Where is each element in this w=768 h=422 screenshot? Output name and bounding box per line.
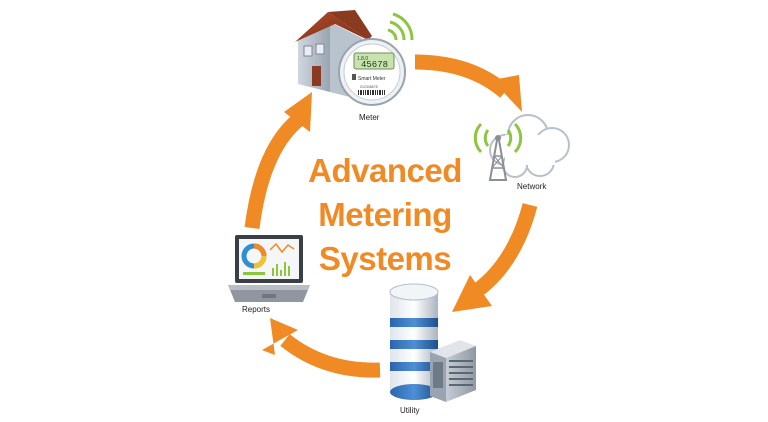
wifi-signal-icon	[387, 12, 414, 41]
arrow-network-to-utility	[452, 203, 538, 312]
donut-chart-icon	[241, 243, 267, 269]
server-rack-icon	[430, 340, 476, 402]
bar-chart-icon	[272, 262, 290, 276]
meter-label: Meter	[359, 113, 380, 122]
meter-brand: Smart Meter	[358, 76, 386, 82]
reports-label: Reports	[242, 305, 271, 314]
network-label: Network	[517, 182, 547, 191]
title-line-2: Metering	[318, 196, 452, 233]
laptop-dashboard-icon	[228, 235, 310, 302]
database-server-icon	[389, 283, 476, 402]
cloud-icon	[489, 114, 570, 178]
title-line-3: Systems	[318, 240, 452, 277]
line-chart-icon	[269, 242, 295, 254]
meter-prefix: 1.8.0	[357, 56, 368, 62]
arrow-utility-to-reports	[262, 318, 381, 378]
meter-reading: 45678	[361, 60, 388, 70]
meter-serial: 012345678	[360, 85, 378, 89]
barcode-icon	[358, 90, 385, 95]
title-line-1: Advanced	[308, 152, 462, 189]
smart-meter-house-icon: 1.8.0 45678 Smart Meter 012345678	[295, 10, 414, 106]
cell-tower-cloud-icon	[473, 114, 570, 181]
database-icon	[389, 283, 439, 400]
cell-tower-icon	[473, 122, 523, 181]
arrow-reports-to-meter	[244, 92, 312, 229]
utility-label: Utility	[400, 406, 420, 415]
arrow-meter-to-network	[414, 54, 522, 112]
